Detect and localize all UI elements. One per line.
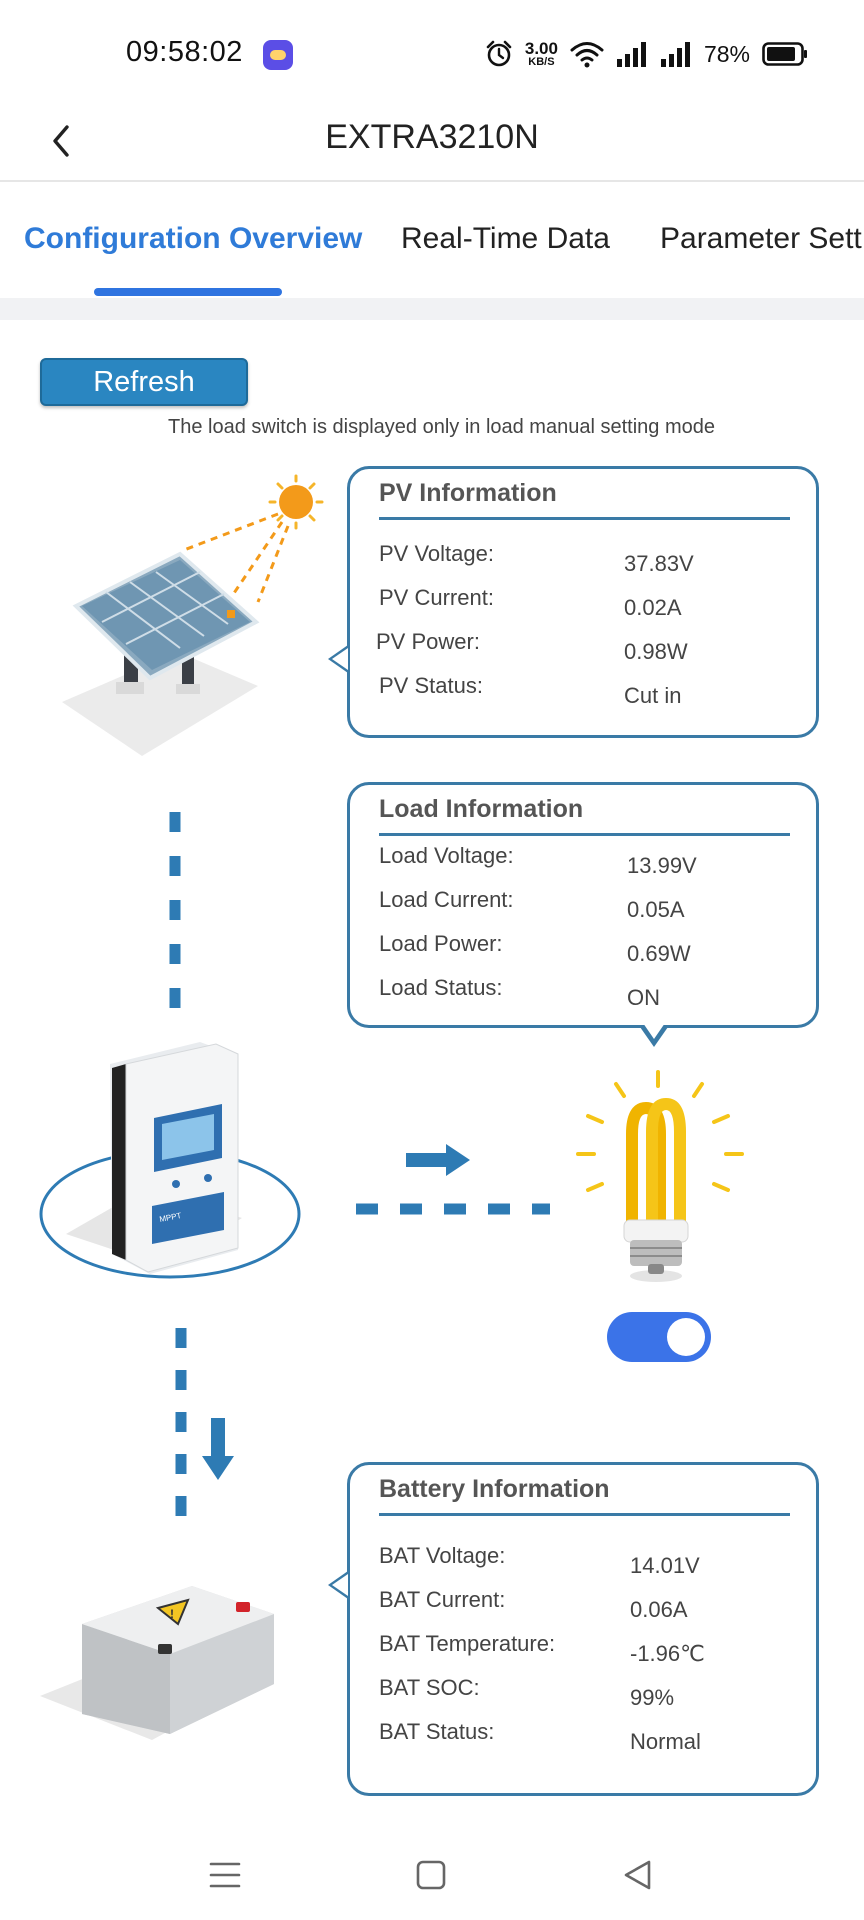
solar-panel-image — [62, 474, 324, 756]
sun-icon — [268, 474, 324, 530]
section-divider — [0, 298, 864, 320]
triangle-back-icon — [624, 1860, 651, 1890]
load-switch-note: The load switch is displayed only in loa… — [168, 416, 715, 438]
load-power-label: Load Power: — [379, 931, 503, 956]
active-tab-indicator — [94, 288, 282, 296]
square-home-icon — [416, 1860, 446, 1890]
load-voltage-label: Load Voltage: — [379, 843, 514, 868]
bat-soc-value: 99% — [630, 1685, 675, 1710]
status-icons: 3.00 KB/S 78% — [485, 36, 808, 72]
back-button[interactable] — [36, 116, 86, 166]
tab-real-time-data[interactable]: Real-Time Data — [401, 222, 610, 255]
load-current-label: Load Current: — [379, 887, 514, 912]
battery-information-card: Battery Information BAT Voltage: 14.01V … — [328, 1462, 819, 1796]
bat-soc-label: BAT SOC: — [379, 1675, 480, 1700]
light-bulb-image — [576, 1070, 744, 1282]
refresh-button[interactable]: Refresh — [40, 358, 248, 406]
alarm-clock-icon — [486, 40, 512, 67]
load-power-value: 0.69W — [627, 941, 691, 966]
svg-text:MPPT: MPPT — [159, 1211, 183, 1224]
pv-current-value: 0.02A — [624, 595, 682, 620]
tab-parameter-settings[interactable]: Parameter Sett — [660, 222, 862, 255]
charge-controller-image: MPPT — [39, 1042, 301, 1279]
bat-status-value: Normal — [630, 1729, 701, 1754]
pv-power-label: PV Power: — [376, 629, 480, 654]
load-information-card: Load Information Load Voltage: 13.99V Lo… — [347, 782, 819, 1047]
flow-line-controller-to-battery — [175, 1328, 187, 1528]
battery-image: ! — [40, 1586, 274, 1740]
bat-temperature-value: -1.96℃ — [630, 1641, 705, 1666]
menu-icon — [209, 1862, 241, 1888]
pv-status-value: Cut in — [624, 683, 682, 708]
page-title: EXTRA3210N — [325, 118, 539, 156]
pv-voltage-value: 37.83V — [624, 551, 694, 576]
toggle-knob — [667, 1318, 705, 1356]
bat-status-label: BAT Status: — [379, 1719, 495, 1744]
signal-bars-icon — [616, 42, 646, 67]
weather-app-icon — [263, 40, 293, 70]
pv-information-card: PV Information PV Voltage: 37.83V PV Cur… — [328, 466, 819, 738]
status-bar: 09:58:02 3.00 KB/S 78% — [0, 0, 864, 110]
tab-configuration-overview[interactable]: Configuration Overview — [24, 222, 363, 255]
bat-current-value: 0.06A — [630, 1597, 688, 1622]
system-nav-bar — [0, 1830, 864, 1920]
load-voltage-value: 13.99V — [627, 853, 697, 878]
wifi-icon — [570, 42, 604, 68]
status-time: 09:58:02 — [126, 36, 243, 68]
flow-line-pv-to-controller — [169, 812, 181, 1012]
battery-icon — [762, 42, 807, 66]
card-title: Load Information — [379, 795, 584, 823]
nav-back-button[interactable] — [612, 1850, 662, 1900]
down-arrow-icon — [202, 1418, 234, 1480]
chevron-left-icon — [53, 125, 69, 157]
pv-voltage-label: PV Voltage: — [379, 541, 494, 566]
pv-status-label: PV Status: — [379, 673, 483, 698]
signal-bars-icon — [660, 42, 690, 67]
bat-current-label: BAT Current: — [379, 1587, 506, 1612]
battery-percent: 78% — [703, 40, 750, 67]
tab-bar: Configuration Overview Real-Time Data Pa… — [0, 184, 864, 296]
load-status-value: ON — [627, 985, 660, 1010]
flow-line-controller-to-load — [356, 1203, 550, 1215]
load-switch-toggle[interactable] — [607, 1312, 711, 1362]
right-arrow-icon — [406, 1144, 470, 1176]
nav-home-button[interactable] — [406, 1850, 456, 1900]
pv-power-value: 0.98W — [624, 639, 688, 664]
card-title: PV Information — [379, 479, 557, 507]
pv-current-label: PV Current: — [379, 585, 494, 610]
bat-voltage-value: 14.01V — [630, 1553, 700, 1578]
card-title: Battery Information — [379, 1475, 610, 1503]
bat-temperature-label: BAT Temperature: — [379, 1631, 556, 1656]
load-status-label: Load Status: — [379, 975, 503, 1000]
load-current-value: 0.05A — [627, 897, 685, 922]
nav-menu-button[interactable] — [200, 1850, 250, 1900]
network-speed: 3.00 KB/S — [524, 39, 558, 68]
app-header: EXTRA3210N — [0, 100, 864, 182]
svg-text:!: ! — [170, 1607, 174, 1621]
bat-voltage-label: BAT Voltage: — [379, 1543, 506, 1568]
